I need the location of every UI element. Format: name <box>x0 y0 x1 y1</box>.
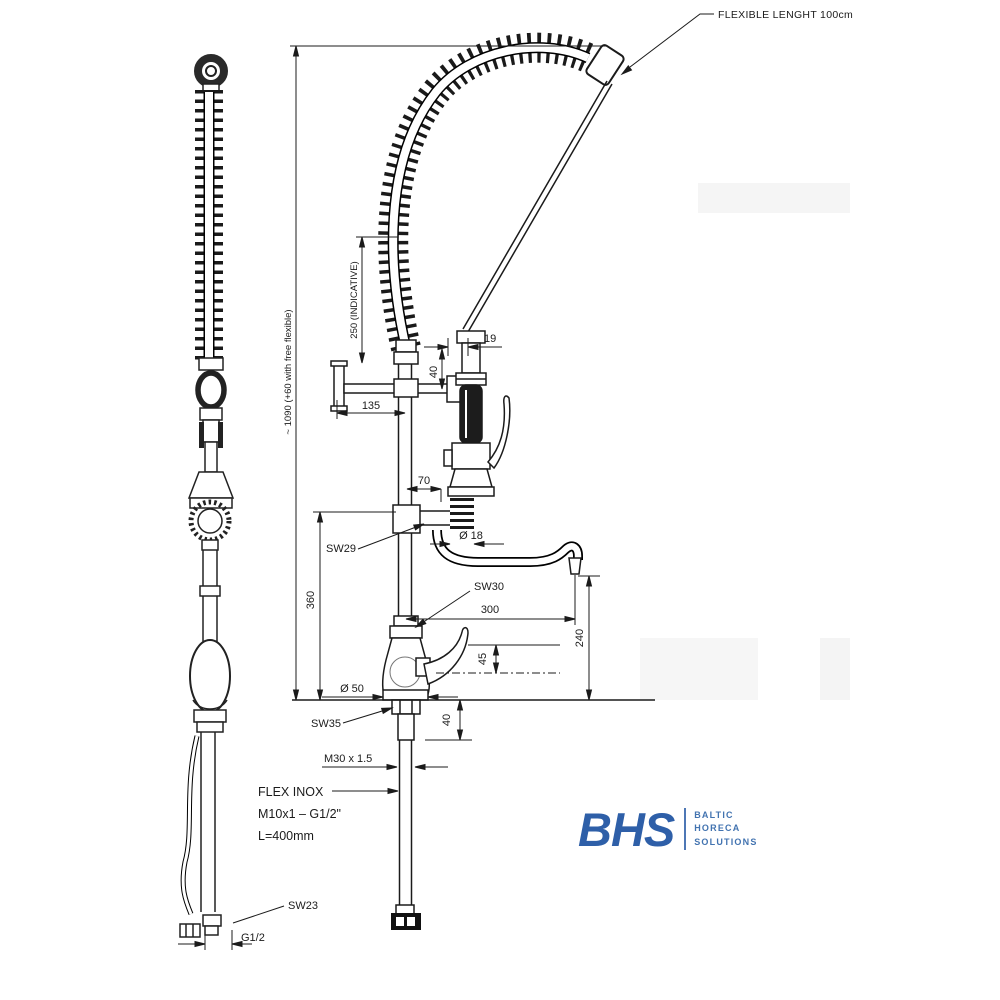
shank-thread-callout: M30 x 1.5 <box>324 753 372 765</box>
tee-offset-dim: 70 <box>418 475 430 487</box>
hanging-clevis <box>195 370 227 410</box>
hose-end-fitting <box>179 923 201 938</box>
straight-flexible-hose <box>462 80 608 330</box>
flexible-length-label: FLEXIBLE LENGHT 100cm <box>718 9 853 21</box>
base-flange <box>382 689 429 701</box>
flex-note-line2: M10x1 – G1/2" <box>258 807 341 821</box>
spray-lever <box>486 395 511 470</box>
faucet-body <box>189 639 231 713</box>
spray-cone <box>187 471 235 499</box>
bottom-thread-callout: G1/2 <box>241 932 265 944</box>
body-dia-dim: Ø 50 <box>340 683 364 695</box>
bhs-logo: BHS BALTIC HORECA SOLUTIONS <box>578 798 758 860</box>
sw29-callout: SW29 <box>326 543 356 555</box>
flex-note-line3: L=400mm <box>258 829 314 843</box>
left-product-illustration <box>179 54 235 938</box>
riser-height-dim: 360 <box>305 591 317 609</box>
spray-nozzle-bell <box>449 468 493 488</box>
spout-outlet-tip <box>568 557 582 575</box>
bhs-logo-divider <box>684 808 687 850</box>
wall-bracket-flange <box>333 363 345 409</box>
coil-end-fitting <box>585 44 625 86</box>
bhs-logo-text: BHS <box>578 802 675 856</box>
dimensioned-drawing <box>330 32 625 930</box>
coil-spring-hose-arc <box>378 32 595 352</box>
labels: FLEXIBLE LENGHT 100cm ~ 1090 (+60 with f… <box>241 9 853 944</box>
hex-shank <box>391 699 421 715</box>
sw30-callout: SW30 <box>474 581 504 593</box>
coil-indicative-dim: 250 (INDICATIVE) <box>349 261 360 338</box>
spout-dia-dim: Ø 18 <box>459 530 483 542</box>
hose-dia-dim: 19 <box>484 333 496 345</box>
shank-length-dim: 40 <box>441 714 453 726</box>
dimension-lines <box>178 13 714 950</box>
single-lever-handle <box>423 626 469 686</box>
sw23-callout: SW23 <box>288 900 318 912</box>
overall-height-dim: ~ 1090 (+60 with free flexible) <box>283 309 294 434</box>
lever-height-dim: 45 <box>477 653 489 665</box>
spout-reach-dim: 300 <box>481 604 499 616</box>
bracket-offset-dim: 135 <box>362 400 380 412</box>
bottom-fitting <box>391 913 421 930</box>
faucet-body-assembly <box>381 615 469 741</box>
spout-height-dim: 240 <box>574 629 586 647</box>
bhs-logo-tagline: BALTIC HORECA SOLUTIONS <box>686 809 757 848</box>
hanging-ring <box>194 54 228 88</box>
watermark-patches <box>640 183 850 700</box>
tagline-line3: SOLUTIONS <box>694 836 758 847</box>
flex-note-line1: FLEX INOX <box>258 785 324 799</box>
spray-head <box>443 330 511 497</box>
tagline-line1: BALTIC <box>694 810 734 821</box>
sw35-callout: SW35 <box>311 718 341 730</box>
head-offset-dim: 40 <box>428 366 440 378</box>
tagline-line2: HORECA <box>694 823 741 834</box>
spray-grip <box>459 384 483 444</box>
